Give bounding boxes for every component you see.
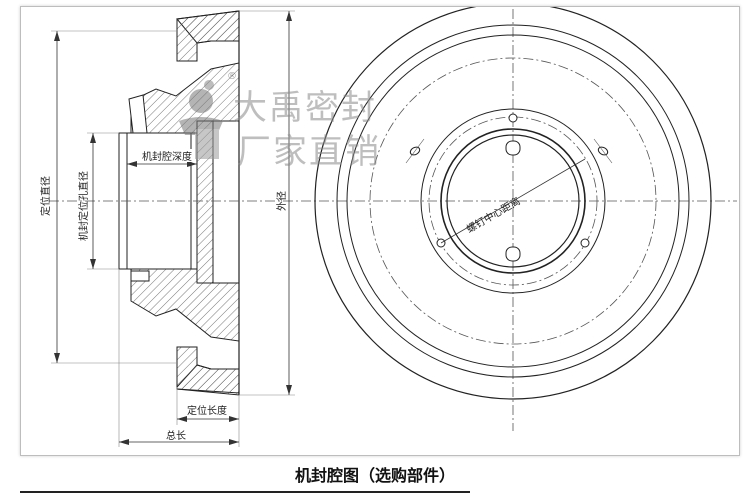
label-locating-diameter: 定位直径	[39, 176, 52, 216]
dim-bolt-center-distance	[440, 158, 586, 244]
label-locating-length: 定位长度	[187, 404, 227, 417]
watermark-line2: 厂家直销	[237, 132, 381, 172]
front-view: 螺钉中心距离	[301, 2, 737, 431]
bolt-hole-lower-right	[580, 238, 590, 248]
label-bolt-center-distance: 螺钉中心距离	[464, 194, 522, 235]
watermark-logo-icon	[179, 80, 223, 159]
bolt-hole-top	[508, 113, 518, 123]
drawing-frame: 定位直径 机封定位孔直径 机封腔深度 外径 定位长度 总长	[20, 2, 740, 456]
bolt-circle-inner	[428, 116, 598, 286]
watermark-line1: 大禹密封	[233, 88, 377, 128]
watermark: ® 大禹密封 厂家直销	[179, 71, 381, 172]
caption-underline	[20, 491, 470, 493]
label-seal-cavity-depth: 机封腔深度	[142, 150, 192, 163]
label-outer-diameter: 外径	[275, 191, 288, 211]
upper-slot	[128, 94, 148, 134]
flange-circle	[336, 24, 690, 378]
upper-boss	[176, 10, 240, 62]
drawing-caption: 机封腔图（选购部件）	[294, 466, 455, 485]
lower-boss	[176, 346, 240, 396]
label-total-length: 总长	[166, 429, 186, 442]
bore-circle-inner	[446, 134, 580, 268]
bolt-hole-section	[130, 270, 150, 282]
section-view: 定位直径 机封定位孔直径 机封腔深度 外径 定位长度 总长	[39, 10, 301, 447]
technical-drawing: 定位直径 机封定位孔直径 机封腔深度 外径 定位长度 总长	[39, 2, 737, 447]
hub-circle	[420, 108, 606, 294]
flange-inner-circle	[346, 34, 680, 368]
keyway-bottom	[505, 246, 521, 262]
bore-circle-outer	[440, 128, 586, 274]
bolt-circle-outer	[369, 57, 657, 345]
watermark-registered: ®	[227, 71, 237, 82]
label-seal-locating-bore: 机封定位孔直径	[77, 171, 90, 241]
keyway-top	[505, 140, 521, 156]
